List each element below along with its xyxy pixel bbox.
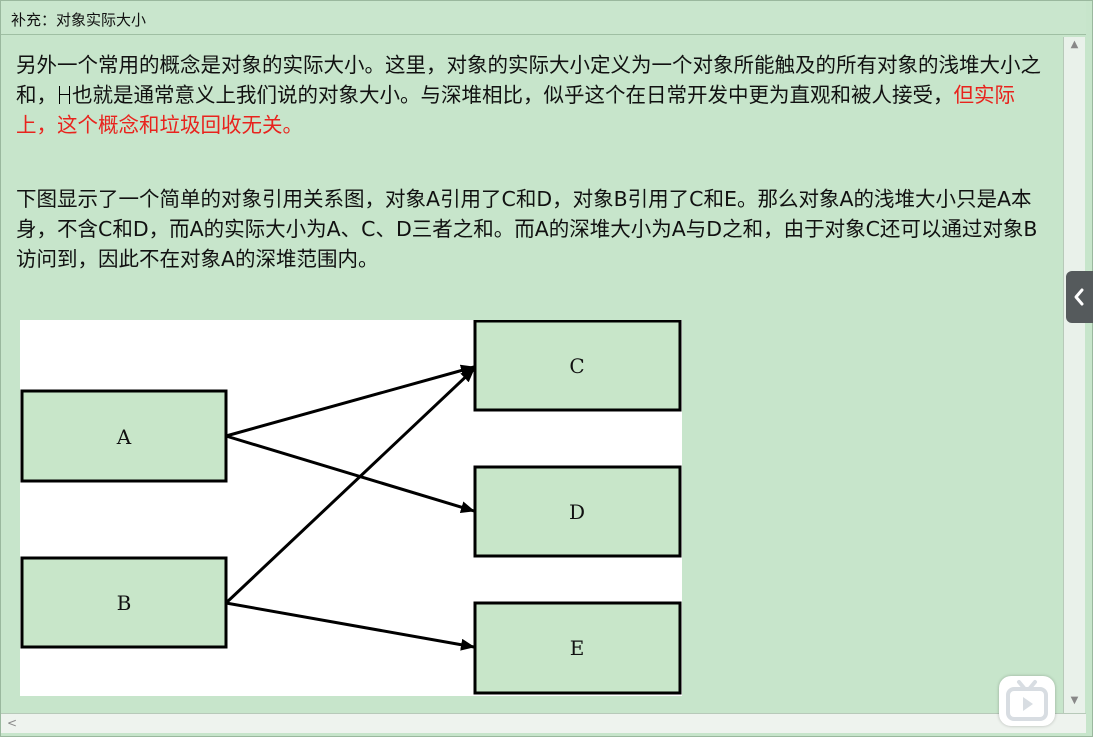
- chevron-left-icon: [1074, 288, 1084, 306]
- vertical-scrollbar[interactable]: ▲ ▼: [1063, 37, 1085, 713]
- edge-b-c: [224, 367, 476, 605]
- node-b-label: B: [117, 591, 132, 615]
- video-player-icon: [1006, 680, 1048, 721]
- paragraph1-highlight: 但实际上，这个概念和垃圾回收无关。: [16, 83, 1015, 137]
- object-reference-diagram: A B C D E: [20, 320, 682, 696]
- horizontal-scrollbar[interactable]: <: [1, 713, 1086, 733]
- paragraph-actual-size: 另外一个常用的概念是对象的实际大小。这里，对象的实际大小定义为一个对象所能触及的…: [16, 50, 1051, 140]
- node-a: A: [20, 389, 228, 483]
- video-player-button[interactable]: [999, 676, 1055, 726]
- edge-a-c: [225, 364, 475, 438]
- node-c-label: C: [569, 354, 584, 378]
- node-b: B: [20, 556, 228, 649]
- edge-b-e: [225, 601, 475, 651]
- paragraph1-text-b: 也就是通常意义上我们说的对象大小。与深堆相比，似乎这个在日常开发中更为直观和被人…: [72, 83, 954, 107]
- node-e: E: [473, 601, 682, 695]
- content-area[interactable]: 另外一个常用的概念是对象的实际大小。这里，对象的实际大小定义为一个对象所能触及的…: [1, 35, 1061, 711]
- text-cursor-icon: [59, 86, 70, 104]
- scroll-left-arrow-icon[interactable]: <: [7, 716, 18, 730]
- node-d: D: [473, 465, 682, 558]
- side-panel-toggle[interactable]: [1066, 271, 1093, 323]
- paragraph1-text-a: 另外一个常用的概念是对象的实际大小。这里，对象的实际大小定义为一个对象所能触及的…: [16, 53, 1041, 107]
- node-e-label: E: [570, 636, 585, 660]
- window-title: 补充：对象实际大小: [11, 11, 147, 29]
- scroll-down-arrow-icon[interactable]: ▼: [1070, 695, 1079, 706]
- paragraph-diagram-description: 下图显示了一个简单的对象引用关系图，对象A引用了C和D，对象B引用了C和E。那么…: [16, 187, 1038, 271]
- edge-a-d: [225, 434, 475, 513]
- node-a-label: A: [116, 425, 132, 449]
- title-bar: 补充：对象实际大小: [1, 1, 1086, 35]
- scroll-up-arrow-icon[interactable]: ▲: [1070, 39, 1079, 50]
- node-c: C: [473, 320, 682, 412]
- node-d-label: D: [569, 500, 585, 524]
